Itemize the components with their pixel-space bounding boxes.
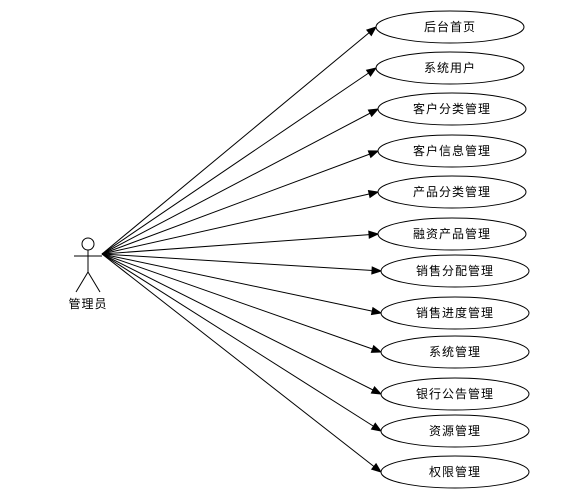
use-case-ellipse: [375, 51, 525, 85]
use-case-customer-info: 客户信息管理: [377, 134, 527, 168]
use-case-home: 后台首页: [375, 10, 525, 44]
arrowhead-sales-progress: [370, 306, 383, 316]
arrowhead-customer-info: [367, 150, 380, 159]
use-case-ellipse: [380, 254, 530, 288]
use-case-system-management: 系统管理: [380, 335, 530, 369]
association-financing-product: [101, 233, 379, 255]
use-case-label: 权限管理: [429, 464, 481, 479]
use-case-label: 资源管理: [429, 423, 481, 438]
use-case-label: 系统管理: [429, 344, 481, 359]
use-case-label: 客户分类管理: [413, 101, 491, 116]
use-case-ellipse: [377, 92, 527, 126]
use-case-ellipse: [380, 377, 530, 411]
actor-label: 管理员: [68, 296, 107, 311]
arrowhead-system-users: [365, 67, 378, 77]
association-home: [101, 26, 377, 255]
association-system-users: [101, 67, 377, 255]
association-product-category: [101, 191, 379, 255]
association-bank-announcement: [101, 253, 382, 395]
actor-admin: 管理员: [68, 237, 107, 311]
use-case-sales-allocation: 销售分配管理: [380, 254, 530, 288]
use-case-ellipse: [377, 175, 527, 209]
association-lines: [101, 26, 383, 473]
arrowhead-product-category: [367, 189, 380, 199]
use-case-ellipse: [380, 455, 530, 489]
association-sales-progress: [101, 253, 382, 314]
arrowhead-customer-category: [367, 108, 380, 118]
association-sales-allocation: [101, 253, 382, 272]
use-case-label: 销售分配管理: [416, 263, 494, 278]
association-permission-management: [101, 253, 382, 473]
use-case-ellipse: [380, 414, 530, 448]
use-case-label: 银行公告管理: [416, 386, 494, 401]
association-customer-info: [101, 150, 379, 255]
arrowhead-permission-management: [370, 462, 383, 473]
arrowhead-financing-product: [368, 230, 380, 239]
use-case-label: 产品分类管理: [413, 184, 491, 199]
use-case-ellipse: [380, 296, 530, 330]
arrowhead-home: [365, 26, 378, 37]
use-case-resource-management: 资源管理: [380, 414, 530, 448]
use-case-ellipse: [380, 335, 530, 369]
use-case-permission-management: 权限管理: [380, 455, 530, 489]
association-customer-category: [101, 108, 379, 255]
use-case-ellipse: [375, 10, 525, 44]
use-case-group: 后台首页系统用户客户分类管理客户信息管理产品分类管理融资产品管理销售分配管理销售…: [375, 10, 530, 489]
association-system-management: [101, 253, 382, 353]
use-case-label: 后台首页: [424, 19, 476, 34]
actor-right-leg: [87, 271, 101, 293]
use-case-label: 销售进度管理: [416, 305, 494, 320]
use-case-label: 系统用户: [424, 60, 476, 75]
use-case-bank-announcement: 银行公告管理: [380, 377, 530, 411]
actor-left-leg: [75, 271, 89, 293]
arrowhead-system-management: [370, 344, 383, 353]
use-case-sales-progress: 销售进度管理: [380, 296, 530, 330]
use-case-ellipse: [377, 217, 527, 251]
association-resource-management: [101, 253, 382, 432]
use-case-label: 客户信息管理: [413, 143, 491, 158]
use-case-product-category: 产品分类管理: [377, 175, 527, 209]
use-case-financing-product: 融资产品管理: [377, 217, 527, 251]
arrowhead-bank-announcement: [370, 385, 383, 395]
arrowhead-sales-allocation: [371, 266, 383, 275]
actor-head: [81, 237, 95, 251]
use-case-ellipse: [377, 134, 527, 168]
use-case-customer-category: 客户分类管理: [377, 92, 527, 126]
use-case-label: 融资产品管理: [413, 226, 491, 241]
use-case-system-users: 系统用户: [375, 51, 525, 85]
arrowhead-resource-management: [370, 422, 383, 432]
